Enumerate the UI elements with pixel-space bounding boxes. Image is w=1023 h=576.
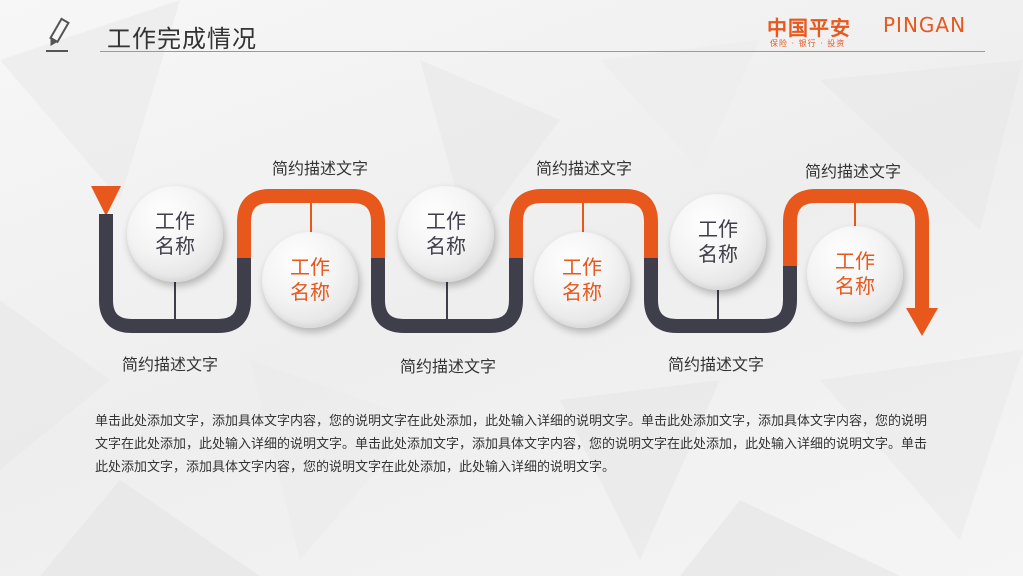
step-5-name-line1: 工作 <box>698 217 738 241</box>
step-2-name-line1: 工作 <box>290 255 330 279</box>
step-6-name-line1: 工作 <box>835 249 875 273</box>
pencil-icon <box>46 17 70 52</box>
page-title: 工作完成情况 <box>107 25 257 53</box>
step-5-name-line2: 名称 <box>698 242 738 266</box>
step-5-desc: 简约描述文字 <box>668 355 765 374</box>
step-1-name-line2: 名称 <box>155 234 195 258</box>
step-2-name-line2: 名称 <box>290 280 330 304</box>
logo-chinese: 中国平安 <box>767 16 851 40</box>
step-4-desc: 简约描述文字 <box>536 159 633 178</box>
step-3-name-line1: 工作 <box>426 209 466 233</box>
step-node-6: 工作 名称 <box>807 226 903 322</box>
step-4-name-line2: 名称 <box>562 280 602 304</box>
step-6-desc: 简约描述文字 <box>805 162 902 181</box>
step-node-4: 工作 名称 <box>534 232 630 328</box>
step-6-name-line2: 名称 <box>835 274 875 298</box>
step-node-2: 工作 名称 <box>262 232 358 328</box>
title-divider <box>100 51 985 52</box>
step-3-desc: 简约描述文字 <box>400 357 497 376</box>
pingan-logo: 中国平安 PINGAN 保险 · 银行 · 投资 <box>767 12 989 52</box>
step-2-desc: 简约描述文字 <box>272 159 369 178</box>
body-paragraph: 单击此处添加文字，添加具体文字内容，您的说明文字在此处添加，此处输入详细的说明文… <box>95 414 928 475</box>
step-node-5: 工作 名称 <box>670 194 766 290</box>
step-1-desc: 简约描述文字 <box>122 355 219 374</box>
step-4-name-line1: 工作 <box>562 255 602 279</box>
segment-dark-3 <box>644 257 797 333</box>
end-arrow-icon <box>906 308 938 336</box>
step-node-1: 工作 名称 <box>127 186 223 282</box>
start-arrow-icon <box>91 186 121 216</box>
logo-english: PINGAN <box>883 13 967 37</box>
logo-tagline: 保险 · 银行 · 投资 <box>770 39 846 48</box>
step-3-name-line2: 名称 <box>426 234 466 258</box>
step-1-name-line1: 工作 <box>155 209 195 233</box>
step-node-3: 工作 名称 <box>398 186 494 282</box>
